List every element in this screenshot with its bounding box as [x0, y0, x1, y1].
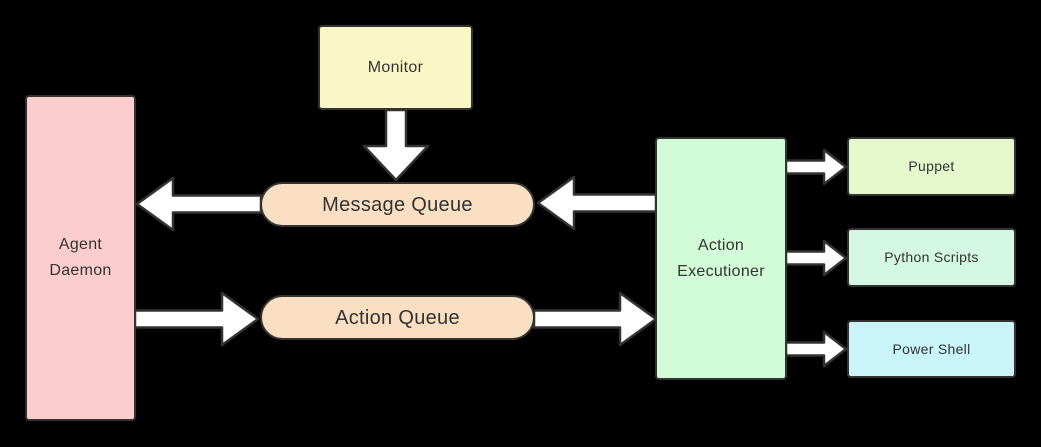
node-action-queue-label: Action Queue — [335, 306, 460, 329]
node-action-executioner: Action Executioner — [655, 137, 787, 380]
node-agent-daemon-label-line2: Daemon — [49, 262, 112, 279]
arrow-action-executioner-to-puppet — [784, 148, 848, 186]
node-power-shell-label: Power Shell — [892, 340, 971, 357]
node-action-executioner-label-line1: Action — [697, 236, 745, 254]
node-action-executioner-label-line2: Executioner — [677, 262, 765, 280]
arrow-action-executioner-to-message-queue — [536, 175, 658, 231]
node-agent-daemon-label-line1: Agent — [58, 236, 103, 254]
node-puppet: Puppet — [847, 137, 1016, 196]
arrow-agent-daemon-to-action-queue — [133, 291, 260, 347]
node-monitor: Monitor — [318, 25, 473, 110]
arrow-monitor-to-message-queue — [362, 108, 430, 182]
arrow-action-executioner-to-power-shell — [784, 330, 848, 368]
node-message-queue-label: Message Queue — [322, 193, 473, 216]
arrow-action-queue-to-action-executioner — [532, 291, 658, 347]
node-agent-daemon: Agent Daemon — [25, 95, 136, 421]
node-puppet-label: Puppet — [908, 158, 955, 175]
node-power-shell: Power Shell — [847, 320, 1016, 378]
node-python-scripts: Python Scripts — [847, 228, 1016, 287]
arrow-message-queue-to-agent-daemon — [135, 176, 263, 232]
node-agent-daemon-label: Agent Daemon — [49, 232, 111, 283]
node-action-executioner-label: Action Executioner — [677, 233, 765, 284]
node-action-queue: Action Queue — [260, 295, 535, 340]
node-python-scripts-label: Python Scripts — [884, 249, 979, 266]
node-message-queue: Message Queue — [260, 182, 535, 227]
node-monitor-label: Monitor — [367, 58, 424, 76]
arrow-action-executioner-to-python-scripts — [784, 239, 848, 277]
